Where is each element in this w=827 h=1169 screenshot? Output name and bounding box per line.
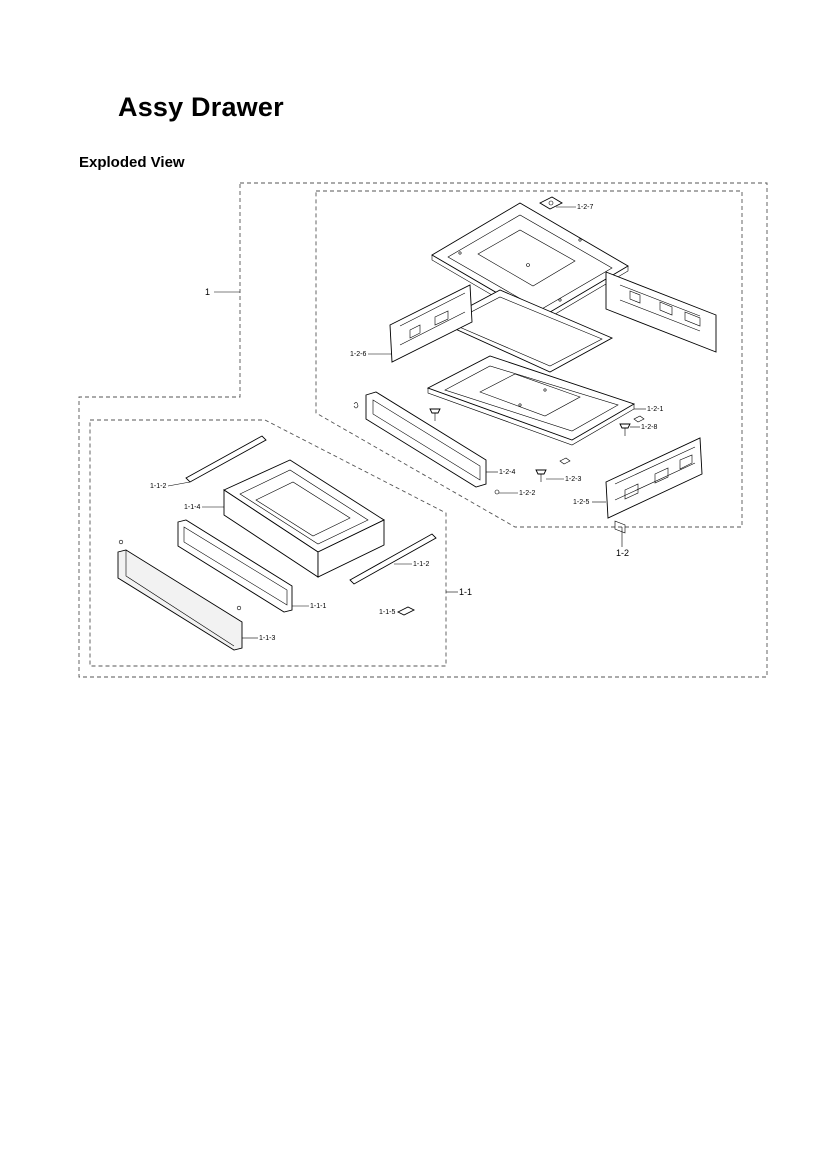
assembly-1-boundary: [78, 182, 768, 678]
part-1-1-2-upper-rail: [185, 435, 267, 483]
part-1-1-1-inner-front-frame: [177, 519, 293, 613]
label-assy-1-1: 1-1: [459, 587, 472, 597]
part-1-2-2-clip: [494, 489, 500, 495]
small-clip-1-2-8: [633, 415, 645, 423]
top-frame-plate: [431, 202, 629, 324]
page-title: Assy Drawer: [118, 92, 284, 122]
part-1-1-5-bracket: [396, 606, 416, 616]
small-clip-mid: [559, 457, 571, 465]
screw-left: [429, 408, 441, 421]
label-1-2-7: 1-2-7: [577, 204, 593, 211]
part-1-2-8-screw: [619, 423, 631, 436]
label-1-2-4: 1-2-4: [499, 469, 515, 476]
part-1-2-6-left-side-panel: [389, 284, 473, 363]
label-1-2-5: 1-2-5: [573, 499, 589, 506]
label-1-1-1: 1-1-1: [310, 603, 326, 610]
label-assy-1: 1: [205, 287, 210, 297]
part-1-1-3-front-panel: [117, 539, 243, 651]
leader-lines: [167, 206, 646, 639]
label-1-1-2-upper: 1-1-2: [150, 483, 166, 490]
label-1-2-1: 1-2-1: [647, 406, 663, 413]
small-hook: [353, 402, 359, 409]
part-1-2-5-right-side-panel: [605, 437, 703, 519]
label-1-2-6: 1-2-6: [350, 351, 366, 358]
label-assy-1-2: 1-2: [616, 548, 629, 558]
label-1-1-4: 1-1-4: [184, 504, 200, 511]
label-1-2-2: 1-2-2: [519, 490, 535, 497]
label-1-1-2-lower: 1-1-2: [413, 561, 429, 568]
assembly-1-2-boundary: [315, 190, 743, 528]
part-1-2-7-bracket: [539, 196, 563, 210]
label-1-2-8: 1-2-8: [641, 424, 657, 431]
label-1-1-5: 1-1-5: [379, 609, 395, 616]
rear-side-panel: [605, 271, 717, 534]
part-1-2-3-screw: [535, 469, 547, 482]
label-1-1-3: 1-1-3: [259, 635, 275, 642]
label-1-2-3: 1-2-3: [565, 476, 581, 483]
middle-insulation-plate: [438, 289, 614, 373]
part-1-2-4-front-frame: [365, 391, 487, 488]
section-subtitle: Exploded View: [79, 154, 185, 171]
part-1-1-4-drawer-tub: [223, 459, 385, 578]
bottom-frame-plate: [426, 355, 636, 446]
part-1-1-2-lower-rail: [349, 533, 437, 585]
